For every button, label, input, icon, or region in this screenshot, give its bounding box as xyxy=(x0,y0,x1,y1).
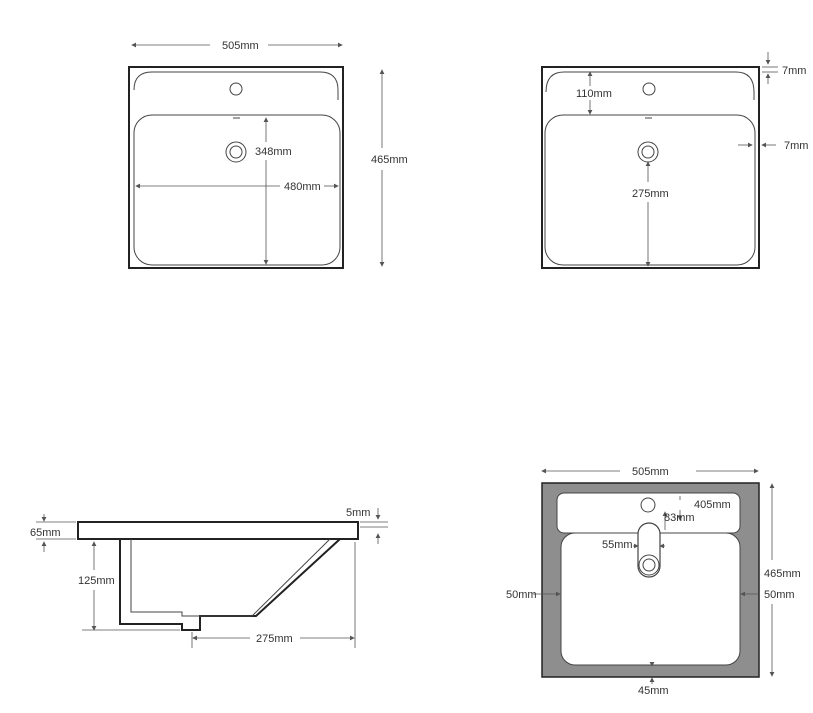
top-view-dimensions: 505mm 465mm 348mm 480mm xyxy=(128,40,408,269)
width-label: 505mm xyxy=(222,40,259,52)
bowl-width-label: 480mm xyxy=(284,181,321,193)
bowl-profile-inner xyxy=(130,538,331,617)
drain-label: 55mm xyxy=(602,539,633,551)
top-right-view-dimensions: 110mm 7mm 7mm 275mm xyxy=(541,52,808,269)
depth-label: 465mm xyxy=(764,568,801,580)
drain-outer xyxy=(225,141,247,163)
drain-offset-label: 275mm xyxy=(256,633,293,645)
thickness-label: 65mm xyxy=(30,527,61,539)
hole-offset-label: 110mm xyxy=(576,88,612,100)
bowl-depth-label: 348mm xyxy=(255,146,292,158)
height-label: 125mm xyxy=(78,575,115,587)
depth-label: 465mm xyxy=(371,154,408,166)
basin-outline xyxy=(128,66,344,269)
basin-deck-line xyxy=(545,71,755,100)
left-margin-label: 50mm xyxy=(506,589,537,601)
drain-offset-label: 275mm xyxy=(632,188,669,200)
bowl-outline xyxy=(133,114,341,266)
drain-inner xyxy=(641,145,655,159)
faucet-hole xyxy=(642,82,656,96)
right-margin-label: 50mm xyxy=(764,589,795,601)
width-label: 505mm xyxy=(632,466,669,478)
drain-inner xyxy=(229,145,243,159)
drain-outer xyxy=(638,554,660,576)
countertop-slab xyxy=(77,521,359,540)
shaded-view-dimensions: 505mm 405mm 83mm 55mm 50mm 50mm 465mm 45… xyxy=(506,466,801,697)
faucet-hole xyxy=(229,82,243,96)
rim-label: 5mm xyxy=(346,507,370,519)
drain-outer xyxy=(637,141,659,163)
basin-outline xyxy=(541,66,760,269)
bottom-margin-label: 45mm xyxy=(638,685,669,697)
top-margin-label: 7mm xyxy=(782,65,806,77)
inner-width-label: 405mm xyxy=(694,499,731,511)
overflow-label: 83mm xyxy=(664,512,695,524)
side-margin-label: 7mm xyxy=(784,140,808,152)
faucet-hole xyxy=(640,497,656,513)
drain-inner xyxy=(642,558,656,572)
side-view-dimensions: 65mm 5mm 125mm 275mm xyxy=(30,507,388,648)
basin-deck-line xyxy=(133,71,339,100)
